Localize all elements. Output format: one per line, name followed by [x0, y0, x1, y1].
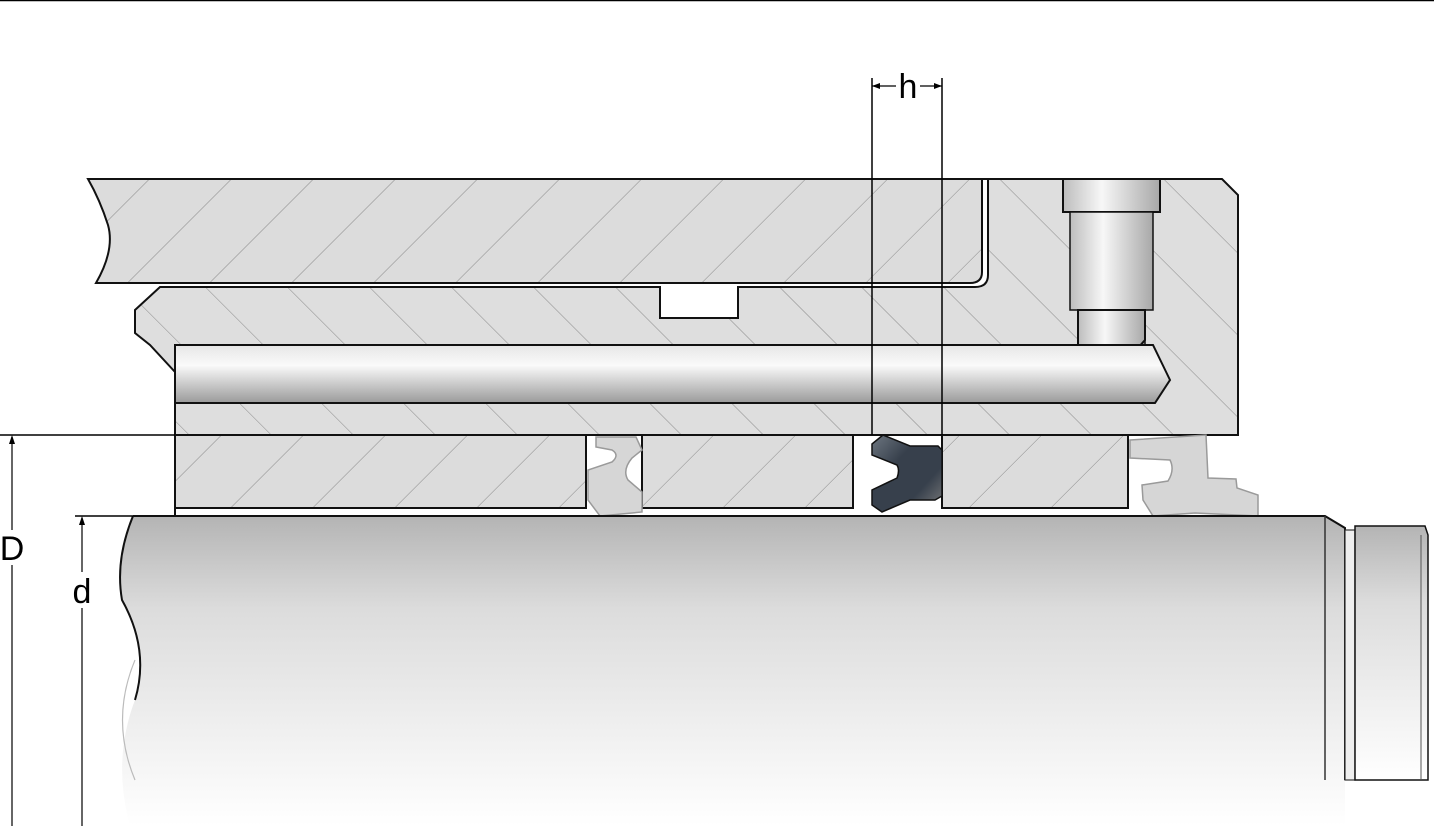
piston-rod [120, 516, 1345, 826]
guide-block-left [174, 434, 587, 509]
dimension-h: h [871, 68, 943, 435]
dimension-D: D [0, 434, 175, 826]
wiper-seal-left [587, 436, 643, 517]
fluid-channel [174, 344, 1172, 404]
guide-block-right [941, 434, 1129, 509]
rod-break-line [121, 659, 136, 781]
dimension-d: d [73, 515, 133, 826]
rod-end [1354, 525, 1429, 781]
rod-groove [1344, 529, 1356, 781]
u-cup-seal [871, 434, 943, 513]
label-d: d [73, 573, 92, 611]
cover-plate [86, 178, 983, 284]
label-D: D [0, 530, 24, 568]
label-h: h [899, 68, 918, 106]
rod-seal-right [1129, 434, 1259, 517]
guide-block-middle [641, 434, 854, 509]
port-thread [1062, 178, 1161, 213]
